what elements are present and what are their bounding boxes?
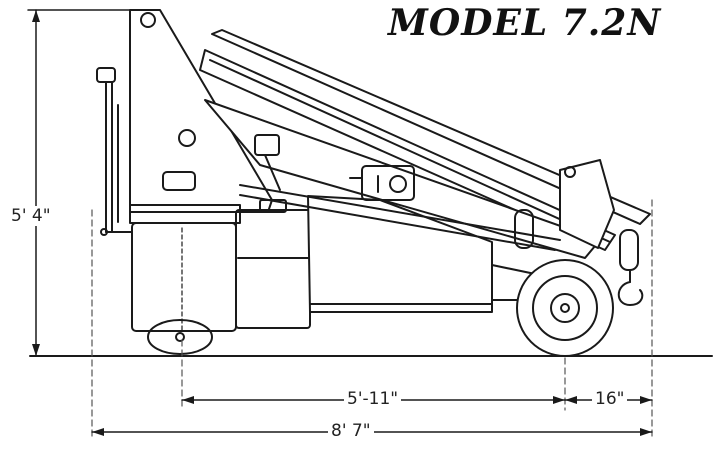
crane-mast bbox=[129, 9, 273, 213]
control-box bbox=[349, 165, 415, 201]
rear-wheel bbox=[147, 319, 213, 355]
steering-handle bbox=[96, 67, 133, 236]
overall-length-label: 8' 7" bbox=[328, 421, 374, 441]
front-wheel bbox=[516, 259, 614, 357]
wheelbase-label: 5'-11" bbox=[344, 389, 402, 409]
boom-tip bbox=[514, 159, 639, 271]
battery-box bbox=[235, 199, 311, 329]
hydraulic-cylinder bbox=[239, 134, 561, 251]
rear-chassis bbox=[129, 204, 241, 332]
model-title: MODEL 7.2N bbox=[388, 2, 662, 44]
boom-arm bbox=[199, 29, 651, 259]
front-overhang-label: 16" bbox=[592, 389, 628, 409]
overall-height-label: 5' 4" bbox=[8, 206, 54, 226]
lifting-hook bbox=[617, 269, 644, 306]
height-dimension-line bbox=[27, 9, 141, 357]
